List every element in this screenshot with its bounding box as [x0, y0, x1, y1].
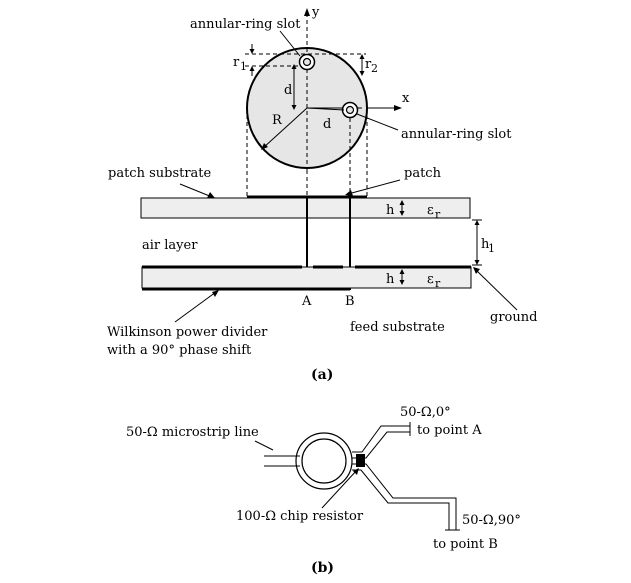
- h1-dimension: [472, 219, 482, 266]
- wilkinson-label-line2: with a 90° phase shift: [107, 343, 252, 358]
- resistor-label: 100-Ω chip resistor: [236, 509, 364, 524]
- d-diagonal-line: [306, 107, 345, 111]
- resistor-leader: [321, 468, 359, 509]
- h-bottom-label: h: [386, 272, 395, 287]
- ground-leader: [473, 267, 518, 311]
- output-b-label-line1: 50-Ω,90°: [462, 513, 521, 528]
- output-a-label-line1: 50-Ω,0°: [400, 405, 451, 420]
- microstrip-leader: [254, 440, 274, 451]
- point-a-label: A: [301, 294, 312, 309]
- feed-substrate-label: feed substrate: [350, 320, 445, 335]
- projection-lines: [246, 108, 368, 196]
- slot-dimension-lines: [245, 44, 366, 76]
- radius-label: R: [272, 113, 283, 128]
- patch-label: patch: [404, 166, 442, 181]
- y-axis-label: y: [311, 5, 320, 20]
- radius-line: [261, 107, 308, 150]
- patch-leader: [345, 179, 401, 196]
- ground-label: ground: [490, 310, 537, 325]
- air-layer-label: air layer: [142, 238, 198, 253]
- h1-subscript: 1: [488, 242, 495, 255]
- annular-ring-slot-right-label: annular-ring slot: [401, 127, 512, 142]
- h1-label: h: [481, 237, 490, 252]
- h-top-arrow: [399, 200, 405, 216]
- h-top-label: h: [386, 203, 395, 218]
- output-b-label-line2: to point B: [433, 537, 498, 552]
- eps-bottom-label: ε: [427, 272, 434, 287]
- wilkinson-label-line1: Wilkinson power divider: [107, 325, 268, 340]
- d-vertical-label: d: [284, 83, 292, 98]
- wilkinson-ring: [295, 432, 353, 490]
- slot-top-leader: [279, 30, 301, 57]
- h-bottom-arrow: [399, 269, 405, 285]
- r1-label: r: [233, 55, 240, 70]
- eps-top-subscript: r: [435, 208, 441, 221]
- output-branch-a: [352, 422, 411, 459]
- caption-b: (b): [311, 560, 334, 576]
- eps-top-label: ε: [427, 203, 434, 218]
- patch-substrate-label: patch substrate: [108, 166, 212, 181]
- annular-ring-slot-top-label: annular-ring slot: [190, 17, 301, 32]
- eps-bottom-subscript: r: [435, 277, 441, 290]
- patch-substrate-layer: [140, 197, 471, 219]
- output-a-label-line2: to point A: [417, 423, 482, 438]
- chip-resistor: [356, 454, 365, 467]
- x-axis-label: x: [402, 91, 410, 106]
- r2-label: r: [365, 57, 372, 72]
- annular-ring-slot-right: [341, 101, 359, 119]
- wilkinson-leader: [174, 290, 219, 323]
- r1-subscript: 1: [240, 60, 247, 73]
- caption-a: (a): [311, 367, 333, 383]
- point-b-label: B: [345, 294, 355, 309]
- input-microstrip-line: [264, 455, 300, 467]
- feed-substrate-layer: [141, 266, 472, 289]
- patch-substrate-leader: [179, 183, 215, 198]
- output-branch-b: [352, 463, 460, 531]
- d-diagonal-label: d: [323, 117, 331, 132]
- d-vertical-dimension: [291, 64, 297, 110]
- annular-ring-slot-top: [298, 53, 316, 71]
- slot-right-leader: [356, 113, 399, 131]
- r2-subscript: 2: [371, 62, 378, 75]
- microstrip-label: 50-Ω microstrip line: [126, 425, 259, 440]
